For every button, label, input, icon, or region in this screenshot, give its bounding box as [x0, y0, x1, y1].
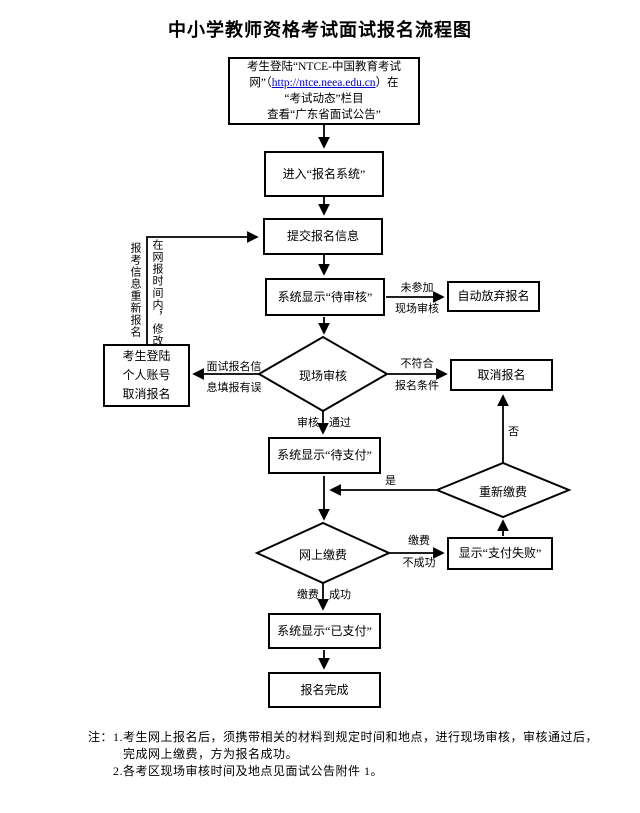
diamond-onsite-review	[257, 335, 389, 413]
node-submit-info: 提交报名信息	[263, 218, 383, 255]
label-review-pass-left: 审核	[297, 417, 319, 429]
label-pay-success-right: 成功	[329, 589, 351, 601]
page-title: 中小学教师资格考试面试报名流程图	[168, 20, 472, 40]
node-auto-abandon: 自动放弃报名	[447, 281, 540, 312]
diamond-repay	[434, 461, 572, 519]
node-enter-system-label: 进入“报名系统”	[282, 166, 366, 181]
node-complete: 报名完成	[268, 672, 381, 708]
label-no-onsite-1: 未参加	[400, 282, 434, 294]
notes-line2: 完成网上缴费，方为报名成功。	[123, 747, 299, 761]
node-auto-abandon-label: 自动放弃报名	[457, 289, 530, 303]
node-cancel-account: 考生登陆 个人账号 取消报名	[103, 344, 190, 407]
node-payment-failed-label: 显示“支付失败”	[458, 546, 542, 560]
diamond-online-payment	[254, 521, 392, 585]
label-yes: 是	[385, 475, 396, 487]
label-wrong-info-2: 息填报有误	[206, 382, 262, 394]
notes-line3: 2.各考区现场审核时间及地点见面试公告附件 1。	[113, 764, 384, 778]
label-not-qualified-2: 报名条件	[395, 380, 439, 392]
label-review-pass-right: 通过	[329, 417, 351, 429]
start-line2-pre: 网”（	[249, 77, 272, 89]
diamond-onsite-review-label: 现场审核	[298, 369, 348, 383]
label-modify-vertical-right: 在网报时间内，修改	[151, 239, 163, 347]
cancel-account-line3: 取消报名	[122, 387, 171, 401]
start-line3: “考试动态”栏目	[284, 93, 364, 105]
label-pay-fail-2: 不成功	[402, 557, 436, 569]
node-complete-label: 报名完成	[300, 682, 349, 697]
node-pending-payment-label: 系统显示“待支付”	[277, 448, 372, 462]
label-wrong-info-1: 面试报名信	[206, 361, 262, 373]
node-paid: 系统显示“已支付”	[268, 613, 381, 649]
label-pay-fail-1: 缴费	[408, 535, 430, 547]
node-pending-review: 系统显示“待审核”	[265, 278, 385, 316]
notes-line1: 注：1.考生网上报名后，须携带相关的材料到规定时间和地点，进行现场审核，审核通过…	[88, 730, 599, 744]
label-no-onsite-2: 现场审核	[395, 303, 439, 315]
node-enter-system: 进入“报名系统”	[264, 151, 384, 197]
diamond-online-payment-label: 网上缴费	[298, 548, 348, 562]
node-cancel-registration-label: 取消报名	[477, 367, 526, 382]
node-cancel-registration: 取消报名	[450, 359, 553, 391]
label-pay-success-left: 缴费	[297, 589, 319, 601]
start-line2-post: ）在	[375, 77, 399, 89]
label-no: 否	[508, 426, 519, 438]
start-line1: 考生登陆“NTCE-中国教育考试	[247, 61, 401, 73]
node-pending-payment: 系统显示“待支付”	[268, 437, 381, 474]
node-submit-info-label: 提交报名信息	[286, 229, 359, 243]
node-start: 考生登陆“NTCE-中国教育考试 网”（http://ntce.neea.edu…	[228, 57, 420, 125]
cancel-account-line1: 考生登陆	[122, 349, 171, 363]
node-payment-failed: 显示“支付失败”	[447, 537, 553, 570]
label-not-qualified-1: 不符合	[400, 358, 434, 370]
label-modify-vertical-left: 报考信息重新报名	[129, 242, 141, 338]
ntce-link[interactable]: http://ntce.neea.edu.cn	[271, 77, 376, 89]
start-line2: 网”（http://ntce.neea.edu.cn）在	[249, 75, 398, 91]
start-line4: 查看“广东省面试公告”	[267, 109, 381, 121]
node-paid-label: 系统显示“已支付”	[277, 623, 372, 638]
node-pending-review-label: 系统显示“待审核”	[277, 289, 373, 304]
diamond-repay-label: 重新缴费	[478, 485, 528, 499]
edge-modify-loop	[146, 231, 259, 345]
cancel-account-line2: 个人账号	[122, 368, 171, 382]
